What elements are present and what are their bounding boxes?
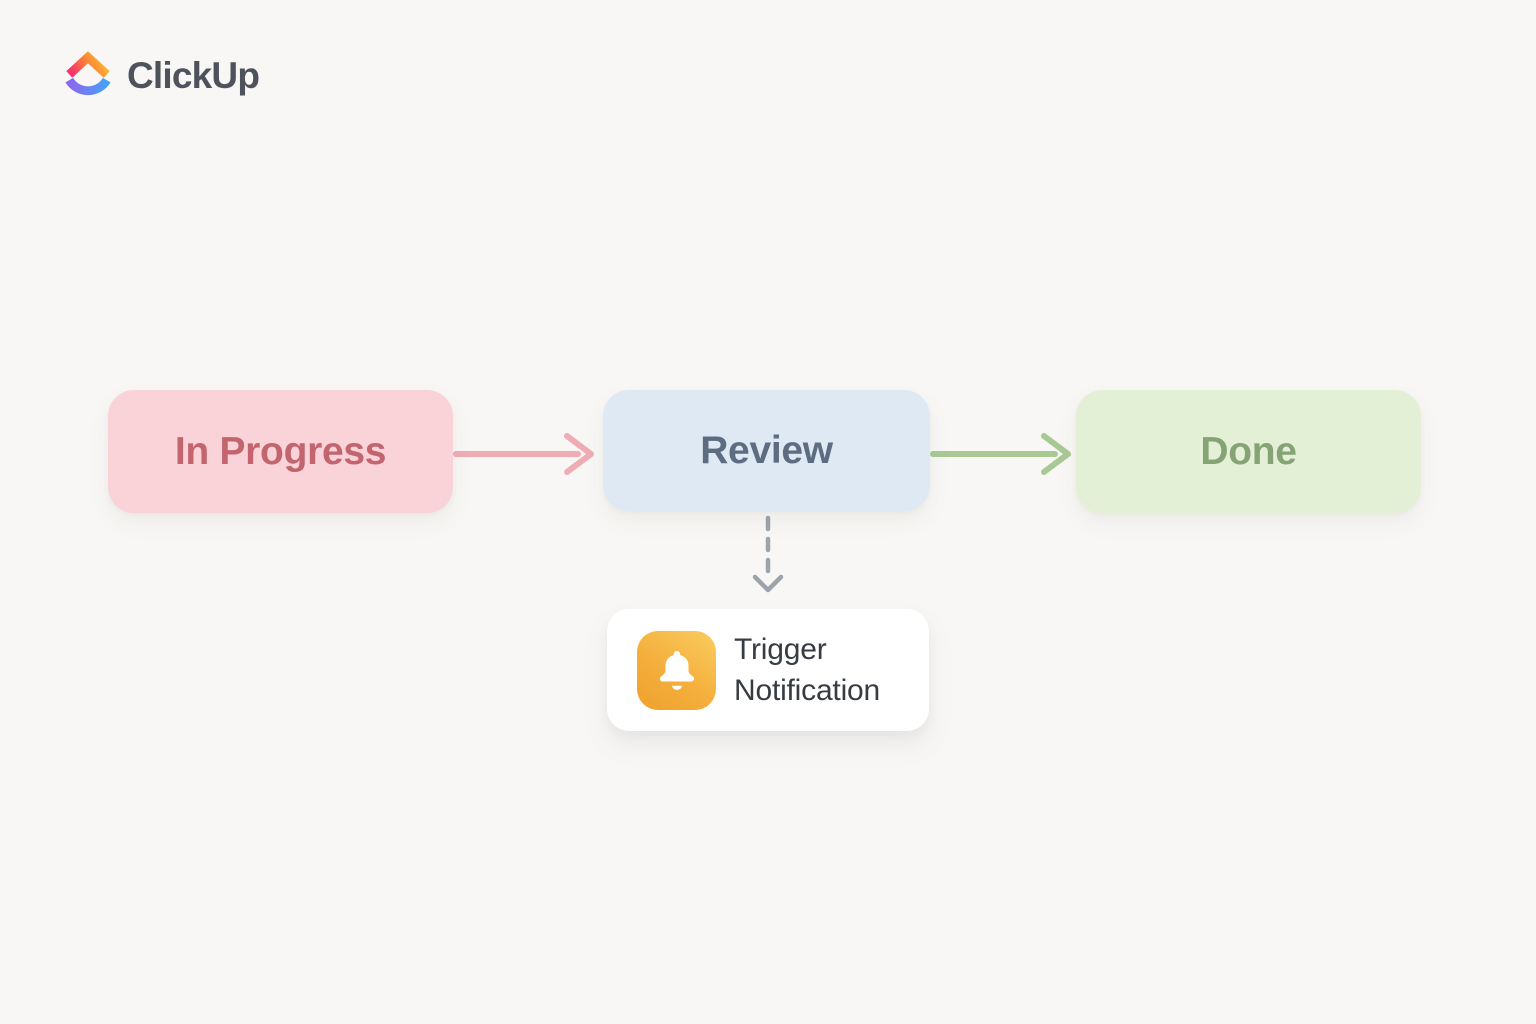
trigger-notification-card[interactable]: Trigger Notification	[607, 609, 929, 731]
status-node-in-progress[interactable]: In Progress	[108, 390, 453, 513]
clickup-wordmark: ClickUp	[127, 55, 260, 96]
bell-icon	[637, 630, 716, 710]
action-card-label: Trigger Notification	[734, 633, 881, 707]
status-node-review[interactable]: Review	[603, 390, 930, 511]
status-label-in-progress: In Progress	[174, 429, 387, 473]
status-node-done[interactable]: Done	[1076, 390, 1421, 513]
clickup-logo: ClickUp	[62, 50, 260, 102]
clickup-logo-icon	[65, 51, 111, 96]
dashed-arrow-review-to-trigger	[752, 515, 784, 593]
status-label-done: Done	[1200, 429, 1297, 473]
arrow-in-progress-to-review	[453, 433, 594, 475]
status-label-review: Review	[700, 428, 833, 472]
arrow-review-to-done	[930, 433, 1071, 475]
